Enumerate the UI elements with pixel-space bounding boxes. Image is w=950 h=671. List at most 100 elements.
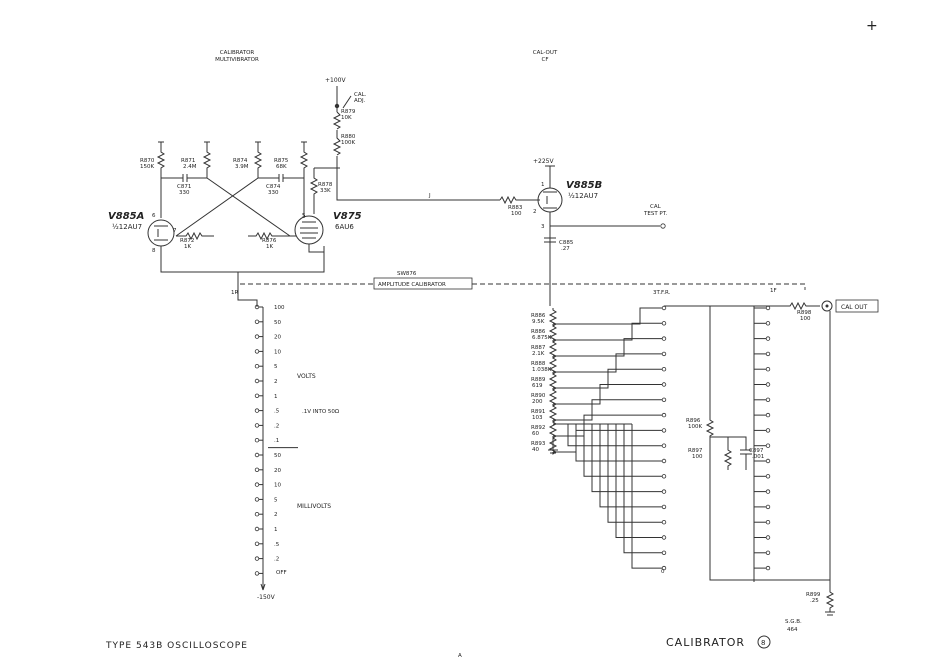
switch-function: AMPLITUDE CALIBRATOR <box>378 282 446 288</box>
divider-resistor <box>548 420 558 439</box>
divider-resistor <box>548 340 558 359</box>
wire-node-label: J <box>428 193 431 199</box>
test-pt-line2: TEST PT. <box>643 211 667 217</box>
c885-ref: C885 <box>559 240 574 246</box>
mv-tap-wire <box>591 424 662 493</box>
front-contact <box>254 452 260 458</box>
multivibrator-title-line2: MULTIVIBRATOR <box>215 57 259 63</box>
supply-plus225: +225V <box>533 158 554 165</box>
rear-contact-a <box>661 535 667 540</box>
front-contact <box>254 541 260 546</box>
rear-contact-b <box>765 397 771 402</box>
divider-resistor <box>548 404 558 423</box>
rear-contact-a <box>661 397 667 402</box>
footer-right: CALIBRATOR <box>666 636 745 649</box>
divider-ref: R891 <box>531 409 545 415</box>
cal-out-connector[interactable] <box>821 300 833 312</box>
rear-wafer-contacts: 0 <box>553 305 771 582</box>
front-contact <box>254 571 260 576</box>
front-position-label: 1 <box>274 527 278 533</box>
switch-front-wafer: 1R <box>231 290 238 296</box>
c885-val: .27 <box>561 246 570 252</box>
r875-val: 68K <box>276 164 287 170</box>
footer-left: TYPE 543B OSCILLOSCOPE <box>105 641 248 651</box>
v875-pin-5: 5 <box>302 213 306 219</box>
divider-resistor <box>548 308 558 327</box>
front-contact <box>254 438 260 443</box>
v875-tube-envelope <box>294 215 324 245</box>
rear-contact-a <box>661 489 667 494</box>
r898-val: 100 <box>800 316 811 322</box>
test-point-terminal <box>660 223 666 229</box>
divider-ref: R887 <box>531 345 546 351</box>
r883-ref: R883 <box>508 205 523 211</box>
mv-tap-wire <box>583 424 662 477</box>
mv-tap-wire <box>631 424 662 569</box>
r896-val: 100K <box>688 424 702 430</box>
volts-label: VOLTS <box>297 373 316 380</box>
rear-contact-a <box>661 458 667 464</box>
front-contact <box>254 334 260 339</box>
mv-tap-wire <box>575 424 662 462</box>
c871-ref: C871 <box>177 184 191 190</box>
r870-ref: R870 <box>140 158 155 164</box>
r898-ref: R898 <box>797 310 812 316</box>
cal-out-cf-title-line1: CAL-OUT <box>533 50 558 56</box>
divider-val: 9.5K <box>532 319 545 325</box>
front-position-label: 100 <box>274 305 285 311</box>
c871-val: 330 <box>179 190 190 196</box>
rear-contact-a <box>661 382 667 387</box>
off-label: OFF <box>276 570 287 576</box>
cal-out-connector-pin <box>825 304 829 308</box>
r883-val: 100 <box>511 211 522 217</box>
rear-contact-b <box>765 565 771 571</box>
rear-contact-a <box>661 351 667 357</box>
divider-tap-wire <box>553 353 662 373</box>
r897-ref: R897 <box>688 448 703 454</box>
r874-ref: R874 <box>233 158 248 164</box>
rear-contact-a <box>661 520 667 525</box>
cal-out-label: CAL OUT <box>841 304 868 311</box>
front-position-label: 10 <box>274 349 281 355</box>
rotor-wire <box>237 290 258 307</box>
divider-resistor <box>548 372 558 391</box>
mv-tap-wire <box>623 424 662 554</box>
v885a-pin-8: 8 <box>152 248 156 254</box>
divider-tap-wire <box>553 384 662 405</box>
divider-ref: R893 <box>531 441 546 447</box>
front-position-label: 50 <box>274 453 281 459</box>
r899-ref: R899 <box>806 592 821 598</box>
front-position-label: .5 <box>274 409 280 415</box>
rear-contact-a <box>661 321 667 326</box>
front-contact <box>254 423 260 428</box>
front-contact <box>254 556 260 561</box>
v885b-name: V885B <box>566 180 602 191</box>
rear-contact-a <box>661 504 667 510</box>
divider-ref: R889 <box>531 377 546 383</box>
rear-contact-b <box>765 321 771 326</box>
rear-contact-b <box>765 351 771 357</box>
rear-contact-b <box>765 412 771 418</box>
c897-val: .001 <box>752 454 764 460</box>
front-position-label: 20 <box>274 335 281 341</box>
cal-out-cf-title-line2: CF <box>541 57 548 63</box>
rear-contact-b <box>765 367 771 372</box>
v885b-pin-2: 2 <box>533 209 537 215</box>
divider-resistor <box>548 388 558 407</box>
rear-contact-a <box>661 367 667 372</box>
divider-tap-wire <box>553 399 662 421</box>
footer-stamp-bottom: 464 <box>787 627 798 633</box>
divider-tap-wire <box>553 307 662 325</box>
rear-contact-b <box>765 382 771 387</box>
v885b-pin-3: 3 <box>541 224 545 230</box>
v885b-type: ½12AU7 <box>568 192 598 200</box>
millivolts-label: MILLIVOLTS <box>297 503 331 510</box>
switch-fr-label: 1F <box>770 288 777 294</box>
r879-ref: R879 <box>341 109 356 115</box>
r880-val: 100K <box>341 140 355 146</box>
rear-contact-a <box>661 305 667 311</box>
divider-val: 2.1K <box>532 351 545 357</box>
front-position-label: 1 <box>274 394 278 400</box>
divider-tap-wire <box>553 338 662 357</box>
